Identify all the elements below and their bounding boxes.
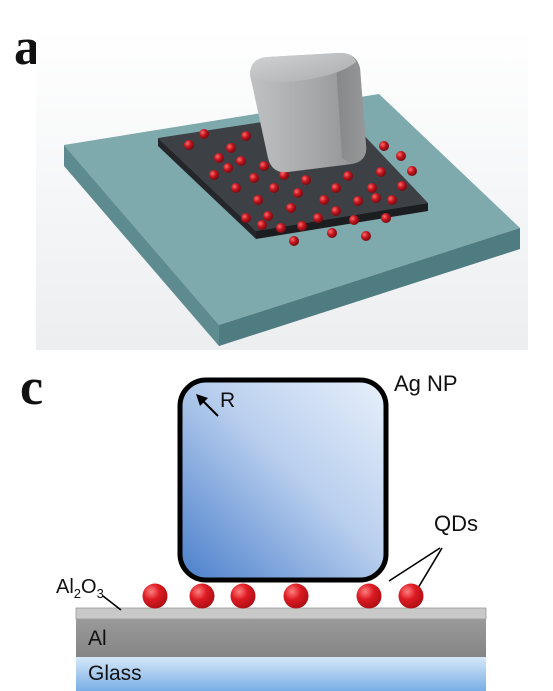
panel-a-3d-render — [36, 28, 528, 350]
quantum-dot-3d — [331, 206, 341, 216]
al2o3-layer — [75, 607, 487, 620]
quantum-dot-3d — [226, 143, 236, 153]
quantum-dot-3d — [241, 213, 251, 223]
quantum-dot-3d — [397, 181, 407, 191]
quantum-dot-3d — [349, 215, 359, 225]
radius-arrow — [196, 394, 219, 417]
al2o3-label: Al2O3 — [56, 576, 104, 601]
silver-nanocube-3d — [250, 52, 367, 173]
quantum-dot-3d — [241, 131, 251, 141]
quantum-dots-3d — [184, 129, 417, 246]
quantum-dot-3d — [367, 183, 377, 193]
quantum-dot-3d — [297, 221, 307, 231]
glass-substrate — [76, 657, 486, 691]
quantum-dot-3d — [387, 195, 397, 205]
quantum-dot-3d — [236, 156, 246, 166]
quantum-dot-3d — [249, 173, 259, 183]
quantum-dot-3d — [257, 220, 267, 230]
quantum-dot — [283, 583, 309, 609]
quantum-dot-3d — [231, 183, 241, 193]
quantum-dot-3d — [379, 141, 389, 151]
quantum-dot — [230, 583, 256, 609]
quantum-dot-3d — [214, 153, 224, 163]
quantum-dot-3d — [371, 193, 381, 203]
quantum-dot-3d — [396, 151, 406, 161]
quantum-dot-3d — [209, 170, 219, 180]
al-label: Al — [88, 627, 107, 650]
radius-label: R — [220, 389, 235, 412]
al2o3-pointer-line — [102, 595, 122, 611]
quantum-dot-3d — [269, 183, 279, 193]
quantum-dot — [142, 583, 168, 609]
quantum-dot-3d — [381, 213, 391, 223]
quantum-dot-3d — [319, 195, 329, 205]
quantum-dot — [356, 583, 382, 609]
ag-np-label: Ag NP — [394, 371, 458, 396]
quantum-dot-3d — [361, 231, 371, 241]
quantum-dot-3d — [327, 228, 337, 238]
quantum-dot-3d — [184, 140, 194, 150]
panel-c-cross-section: Ag NP R QDs Al2O3 Al Glass — [56, 371, 487, 691]
quantum-dot-3d — [286, 203, 296, 213]
panel-label-a: a — [14, 19, 40, 76]
quantum-dot-3d — [293, 188, 303, 198]
quantum-dots — [142, 583, 424, 609]
quantum-dot-3d — [407, 166, 417, 176]
qd-pointer-lines — [388, 547, 443, 589]
quantum-dot-3d — [279, 170, 289, 180]
quantum-dot-3d — [223, 163, 233, 173]
quantum-dot-3d — [253, 195, 263, 205]
quantum-dot-3d — [331, 183, 341, 193]
quantum-dot-3d — [343, 171, 353, 181]
panel-label-c: c — [20, 359, 44, 416]
quantum-dot-3d — [289, 236, 299, 246]
quantum-dot-3d — [313, 213, 323, 223]
quantum-dot-3d — [353, 196, 363, 206]
quantum-dot-3d — [276, 223, 286, 233]
silver-nanocube — [177, 377, 389, 583]
quantum-dot-3d — [301, 175, 311, 185]
glass-label: Glass — [88, 662, 142, 685]
al-layer — [76, 619, 486, 657]
quantum-dot-3d — [199, 129, 209, 139]
quantum-dot — [398, 583, 424, 609]
qds-label: QDs — [434, 511, 478, 536]
quantum-dot-3d — [259, 161, 269, 171]
quantum-dot — [189, 583, 215, 609]
quantum-dot-3d — [263, 211, 273, 221]
quantum-dot-3d — [376, 167, 386, 177]
